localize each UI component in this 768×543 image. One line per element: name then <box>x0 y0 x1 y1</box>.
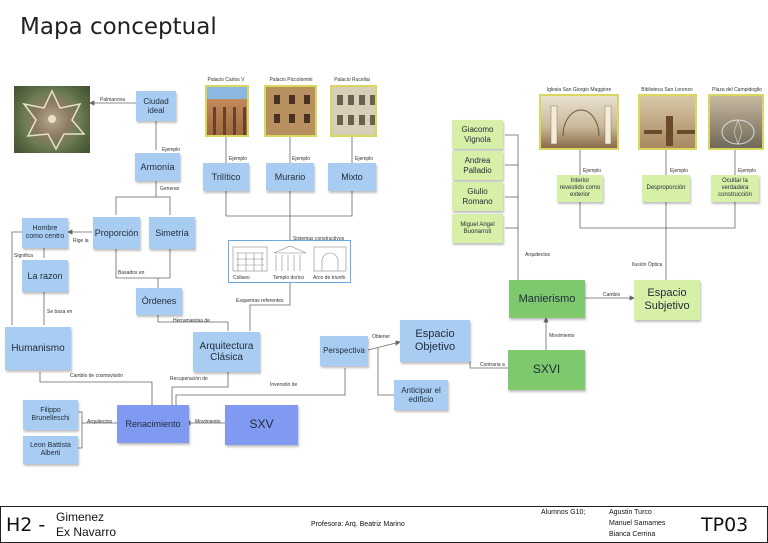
node-giacomo: Giacomo Vignola <box>452 120 503 149</box>
node-espacio-objetivo: Espacio Objetivo <box>400 320 470 362</box>
caption-san-giorgio: Iglesia San Giorgio Maggiore <box>546 87 612 93</box>
label-sistemas-constructivos: Sistemas constructivos <box>293 236 345 242</box>
campidoglio-graphic <box>721 119 755 145</box>
node-anticipar: Anticipar el edificio <box>394 380 448 410</box>
label-cambio-cosmovision: Cambio de cosmovisión <box>70 373 124 379</box>
node-perspectiva: Perspectiva <box>320 336 368 366</box>
node-murario: Murario <box>266 163 314 191</box>
footer-student3: Bianca Cerrina <box>609 531 656 538</box>
label-ilusion-optica: Ilusión Óptica <box>632 262 663 268</box>
node-la-razon: La razon <box>22 260 68 292</box>
node-proporcion: Proporción <box>93 217 140 249</box>
footer-student1: Agustin Turco <box>609 509 652 516</box>
label-se-basa-en: Se basa en <box>47 309 73 315</box>
footer-student2: Manuel Samames <box>609 520 666 527</box>
label-cambio: Cambio <box>603 292 621 298</box>
node-sxvi: SXVI <box>508 350 585 390</box>
label-significa: Significa <box>14 253 33 259</box>
label-arquitectos-renac: Arquitectos <box>87 419 113 425</box>
label-ejemplo-desproporcion: Ejemplo <box>670 168 689 174</box>
node-manierismo: Manierismo <box>509 280 585 318</box>
node-giulio: Giulio Romano <box>452 182 503 211</box>
label-ejemplo-ocultar: Ejemplo <box>738 168 757 174</box>
caption-palacio-rucellai: Palacio Rucellai <box>334 77 370 83</box>
node-arquitectura-clasica: Arquitectura Clásica <box>193 332 260 372</box>
san-lorenzo-graphic <box>644 116 695 146</box>
label-palmanova: Palmanova <box>100 97 126 103</box>
palmanova-image <box>14 86 90 153</box>
sistemas-sketches <box>232 245 347 272</box>
node-humanismo: Humanismo <box>5 327 71 370</box>
node-espacio-subjetivo: Espacio Subjetivo <box>634 280 700 320</box>
node-interior: Interior revestido como exterior <box>557 175 603 202</box>
sistemas-constructivos-box: Coliseo Templo dorico Arco de triunfo <box>228 240 351 283</box>
label-inversion-de: Inversión de <box>270 382 298 388</box>
label-generan: Generan <box>160 186 180 192</box>
footer-name1: Gimenez <box>56 510 105 524</box>
page-title: Mapa conceptual <box>20 14 217 40</box>
photo-palacio-rucellai <box>330 85 377 137</box>
san-giorgio-graphic <box>550 105 612 145</box>
footer-tp: TP03 <box>701 514 749 536</box>
label-herramientas-de: Herramientas de <box>173 318 210 324</box>
node-simetria: Simetría <box>149 217 195 249</box>
footer-name2: Ex Navarro <box>56 525 117 539</box>
caption-palacio-piccolomini: Palacio Piccolomini <box>269 77 313 83</box>
photo-san-lorenzo <box>638 94 697 150</box>
label-ejemplo-trilitico: Ejemplo <box>229 156 248 162</box>
palacio-piccolomini-graphic <box>274 95 310 123</box>
sistema-templo: Templo dorico <box>273 275 305 281</box>
label-ejemplo-mixto: Ejemplo <box>355 156 374 162</box>
palacio-carlos-graphic <box>213 107 246 135</box>
node-andrea: Andrea Palladio <box>452 151 503 180</box>
node-sxv: SXV <box>225 405 298 445</box>
node-filippo: Filippo Brunelleschi <box>23 400 78 430</box>
footer-profesora: Profesora: Arq. Beatriz Marino <box>311 521 405 528</box>
node-ordenes: Órdenes <box>136 288 182 315</box>
caption-palacio-carlos: Palacio Carlos V <box>207 77 245 83</box>
node-ciudad-ideal: Ciudad ideal <box>136 91 176 121</box>
palacio-rucellai-graphic <box>337 95 375 125</box>
label-ejemplo-murario: Ejemplo <box>292 156 311 162</box>
node-leon: Leon Battista Alberti <box>23 436 78 464</box>
sistema-coliseo: Coliseo <box>233 275 250 281</box>
node-trilitico: Trilítico <box>203 163 249 191</box>
photo-san-giorgio <box>539 94 619 150</box>
label-basados-en: Basados en <box>118 270 145 276</box>
label-movimiento-sxv: Movimiento <box>195 419 221 425</box>
label-recuperacion-de: Recuperación de <box>170 376 208 382</box>
footer-h2: H2 - <box>6 514 46 536</box>
palmanova-star-shape <box>22 89 86 151</box>
label-arquitectos-manier: Arquitectos <box>525 252 551 258</box>
label-esquemas-referentes: Esquemas referentes <box>236 298 284 304</box>
node-mixto: Mixto <box>328 163 376 191</box>
node-armonia: Armonía <box>135 153 180 181</box>
connector-lines <box>11 100 736 449</box>
label-ejemplo-armonia: Ejemplo <box>162 147 181 153</box>
footer: H2 - Gimenez Ex Navarro Profesora: Arq. … <box>0 506 768 543</box>
footer-alumnos: Alumnos G10; <box>541 509 586 516</box>
sistema-arco: Arco de triunfo <box>313 275 346 281</box>
node-miguel: Miguel Angel Buonarroti <box>452 214 503 243</box>
node-renacimiento: Renacimiento <box>117 405 189 443</box>
node-ocultar: Ocultar la verdadera construcción <box>711 175 759 202</box>
photo-palacio-piccolomini <box>264 85 317 137</box>
photo-palacio-carlos <box>205 85 249 137</box>
node-desproporcion: Desproporción <box>642 175 690 202</box>
label-obtener: Obtener <box>372 334 391 340</box>
label-movimiento-sxvi: Movimiento <box>549 333 575 339</box>
photo-campidoglio <box>708 94 764 150</box>
caption-san-lorenzo: Biblioteca San Lorenzo <box>641 87 693 93</box>
label-rige-la: Rige la <box>73 238 89 244</box>
label-ejemplo-interior: Ejemplo <box>583 168 602 174</box>
node-hombre-centro: Hombre como centro <box>22 218 68 248</box>
caption-campidoglio: Plaza del Campidoglio <box>712 87 762 93</box>
label-contraria-a: Contraria a <box>480 362 505 368</box>
